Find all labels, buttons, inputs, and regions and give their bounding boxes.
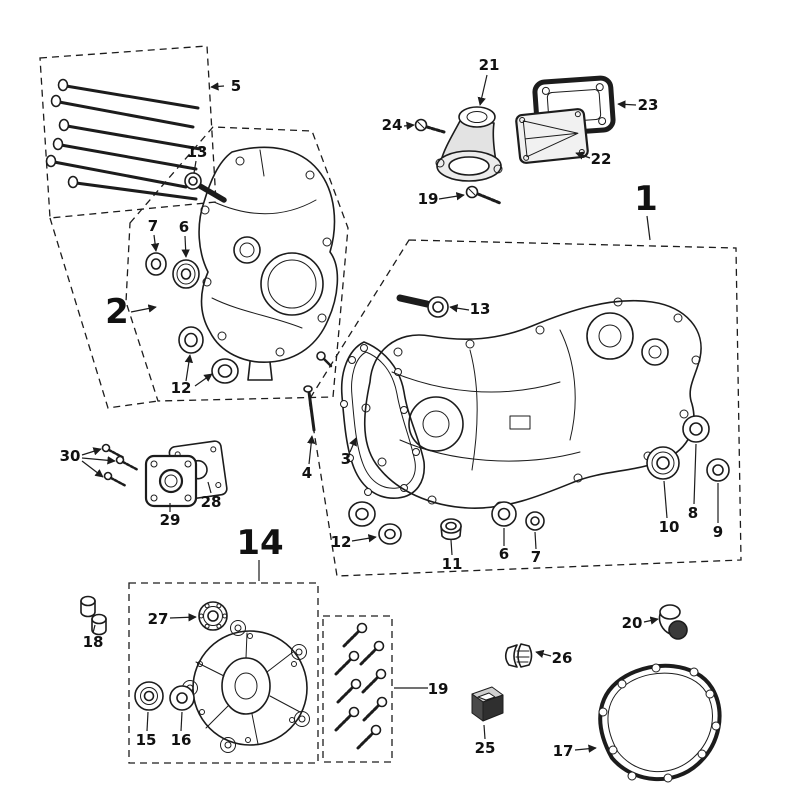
callout-24: 24 — [382, 116, 403, 134]
cover-gasket-17 — [598, 663, 722, 783]
screw-set-19 — [334, 622, 388, 750]
bearing-27 — [198, 601, 228, 631]
group-regions — [39, 45, 742, 764]
left-crankcase-half — [198, 146, 339, 381]
stud-4 — [303, 385, 316, 432]
screw-set-30 — [101, 443, 140, 488]
callout-19-bottom: 19 — [428, 680, 449, 698]
callout-18: 18 — [83, 633, 104, 651]
callout-27: 27 — [148, 610, 169, 628]
callout-25: 25 — [475, 739, 496, 757]
callout-2: 2 — [105, 292, 129, 332]
seal-16 — [169, 685, 195, 711]
callout-13-top: 13 — [187, 143, 208, 161]
callout-13-middle: 13 — [470, 300, 491, 318]
screw-19-top — [465, 185, 502, 205]
callout-14: 14 — [236, 523, 283, 563]
seal-9 — [706, 458, 730, 482]
callout-labels: 5 13 7 6 2 12 21 24 23 22 19 1 13 3 4 30… — [60, 56, 724, 760]
callout-21: 21 — [479, 56, 500, 74]
region-studs-outline — [39, 45, 217, 219]
callout-10: 10 — [659, 518, 680, 536]
callout-12-left: 12 — [171, 379, 192, 397]
callout-30: 30 — [60, 447, 81, 465]
screw-24 — [414, 118, 446, 134]
bolt-13-middle — [396, 294, 449, 318]
callout-6-bottom: 6 — [499, 545, 509, 563]
stud-set — [45, 78, 202, 201]
region-cover-outline — [128, 582, 319, 764]
callout-5: 5 — [231, 77, 241, 95]
callout-8: 8 — [688, 504, 698, 522]
cap-11 — [440, 518, 462, 541]
shaft-bolt-13-top — [184, 172, 227, 203]
mount-25 — [471, 686, 504, 722]
bearing-12-bottom-pair — [348, 501, 402, 545]
callout-19-top: 19 — [418, 190, 439, 208]
callout-12-bottom: 12 — [331, 533, 352, 551]
callout-11: 11 — [442, 555, 463, 573]
seal-7-left — [145, 252, 167, 276]
crankcase-gasket-3 — [340, 341, 425, 499]
region-main-crankcase-outline — [308, 239, 742, 577]
bearing-10 — [646, 446, 680, 480]
callout-28: 28 — [201, 493, 222, 511]
callout-17: 17 — [553, 742, 574, 760]
plate-29 — [144, 454, 198, 508]
intake-manifold — [435, 106, 503, 182]
bearing-8 — [682, 415, 710, 443]
callout-26: 26 — [552, 649, 573, 667]
callout-22: 22 — [591, 150, 612, 168]
bearing-12-left-pair — [178, 326, 239, 384]
region-connector-line — [49, 217, 159, 409]
callout-4: 4 — [302, 464, 312, 482]
small-bolt — [316, 351, 333, 368]
plug-20 — [658, 604, 688, 640]
clip-26 — [504, 643, 533, 668]
callout-20: 20 — [622, 614, 643, 632]
callout-6-left: 6 — [179, 218, 189, 236]
callout-7-bottom: 7 — [531, 548, 541, 566]
reed-valve-block — [515, 108, 589, 164]
callout-9: 9 — [713, 523, 723, 541]
callout-3: 3 — [341, 450, 351, 468]
callout-7-left: 7 — [148, 217, 158, 235]
washer-7-bottom — [525, 511, 545, 531]
region-left-crankcase-outline — [125, 126, 349, 402]
transmission-cover — [182, 620, 310, 753]
callout-16: 16 — [171, 731, 192, 749]
callout-15: 15 — [136, 731, 157, 749]
callout-29: 29 — [160, 511, 181, 529]
bearing-6-left — [172, 259, 200, 289]
bearing-6-bottom — [491, 501, 517, 527]
leader-lines — [81, 74, 719, 753]
bushings-18 — [80, 595, 107, 636]
callout-23: 23 — [638, 96, 659, 114]
bearing-15 — [134, 681, 164, 711]
callout-1: 1 — [634, 179, 658, 219]
